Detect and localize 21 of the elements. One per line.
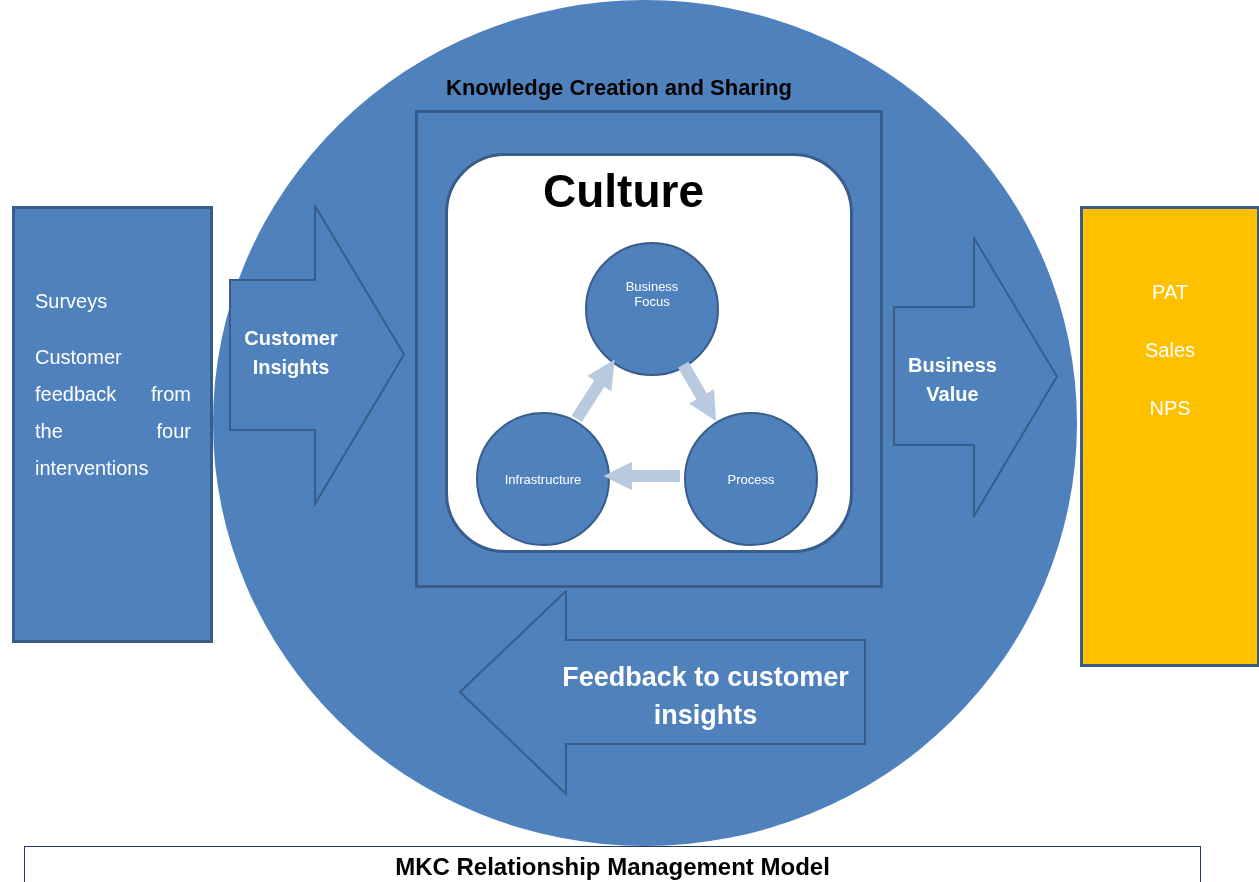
arrow [571,359,615,422]
metric-label: NPS [1148,397,1192,420]
panel-text: Surveys [35,289,109,314]
arrow-label: Customer Insights [243,326,339,380]
circle-label: Process [726,471,776,487]
circle-label: Infrastructure [503,471,583,487]
metric-label: Sales [1144,339,1196,362]
heading: Knowledge Creation and Sharing [446,75,792,101]
heading: Culture [543,164,704,218]
circle-label: Business Focus [624,279,680,309]
large-circle [213,0,1077,846]
panel-text: Customer feedback from the four interventions [35,345,191,481]
metric-label: PAT [1151,281,1189,304]
result-panel [1080,206,1259,667]
text-panel [12,206,213,643]
arrow-label: Business Value [907,353,998,407]
arrow [603,461,680,491]
caption: MKC Relationship Management Model [394,853,831,881]
arrow [678,361,717,422]
rounded-box [445,153,853,553]
arrow-label: Feedback to customer insights [561,661,850,732]
